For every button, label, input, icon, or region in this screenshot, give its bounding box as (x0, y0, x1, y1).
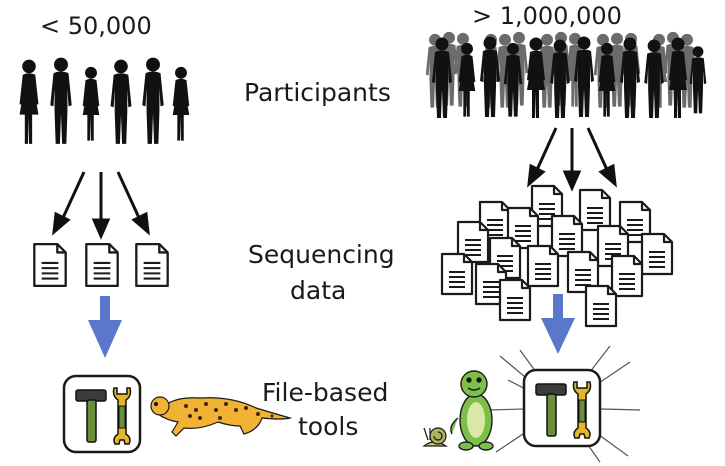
document-icon (526, 244, 560, 288)
crowd-silhouette-icon (425, 31, 707, 119)
document-icon (610, 254, 644, 298)
file-based-label: File-based (262, 378, 389, 407)
document-icon (584, 284, 618, 328)
person-silhouette-icon (142, 57, 164, 144)
right-fan-arrows (527, 127, 617, 192)
document-icon (498, 278, 532, 322)
participants-label: Participants (244, 78, 391, 107)
right-blue-arrow (541, 294, 575, 354)
sequencing-label: Sequencing (248, 240, 395, 269)
left-participants (19, 57, 190, 144)
document-icon (33, 242, 67, 288)
left-count-label: < 50,000 (40, 12, 152, 40)
left-blue-arrow (88, 296, 122, 358)
document-icon (440, 252, 474, 296)
left-documents (33, 242, 169, 288)
person-silhouette-icon (110, 59, 132, 144)
right-count-label: > 1,000,000 (472, 2, 622, 30)
document-icon (85, 242, 119, 288)
left-fan-arrows (52, 171, 150, 240)
document-icon (135, 242, 169, 288)
broken-hammer-wrench-icon (522, 368, 602, 448)
person-silhouette-icon (172, 66, 190, 141)
document-icon (550, 214, 584, 258)
snail-icon (422, 427, 448, 447)
data-label: data (290, 276, 347, 305)
document-icon (640, 232, 674, 276)
person-silhouette-icon (82, 66, 100, 141)
person-silhouette-icon (50, 57, 72, 144)
hammer-wrench-icon (62, 374, 142, 454)
tools-label: tools (298, 412, 359, 441)
cheetah-icon (150, 396, 293, 437)
turtle-icon (450, 370, 494, 451)
document-icon (578, 188, 612, 232)
person-silhouette-icon (19, 59, 39, 144)
